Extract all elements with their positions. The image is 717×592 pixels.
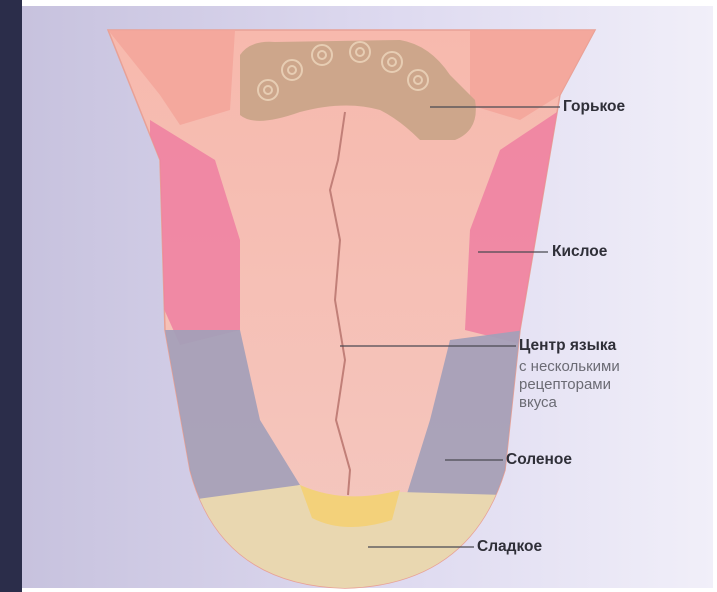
label-center-line2: рецепторами xyxy=(519,376,611,394)
label-center-line3: вкуса xyxy=(519,394,557,412)
label-sweet: Сладкое xyxy=(477,539,542,555)
label-center-line1: с несколькими xyxy=(519,358,620,376)
label-center-title: Центр языка xyxy=(519,338,616,354)
label-salty: Соленое xyxy=(506,452,572,468)
label-bitter: Горькое xyxy=(563,99,625,115)
label-sour: Кислое xyxy=(552,244,607,260)
